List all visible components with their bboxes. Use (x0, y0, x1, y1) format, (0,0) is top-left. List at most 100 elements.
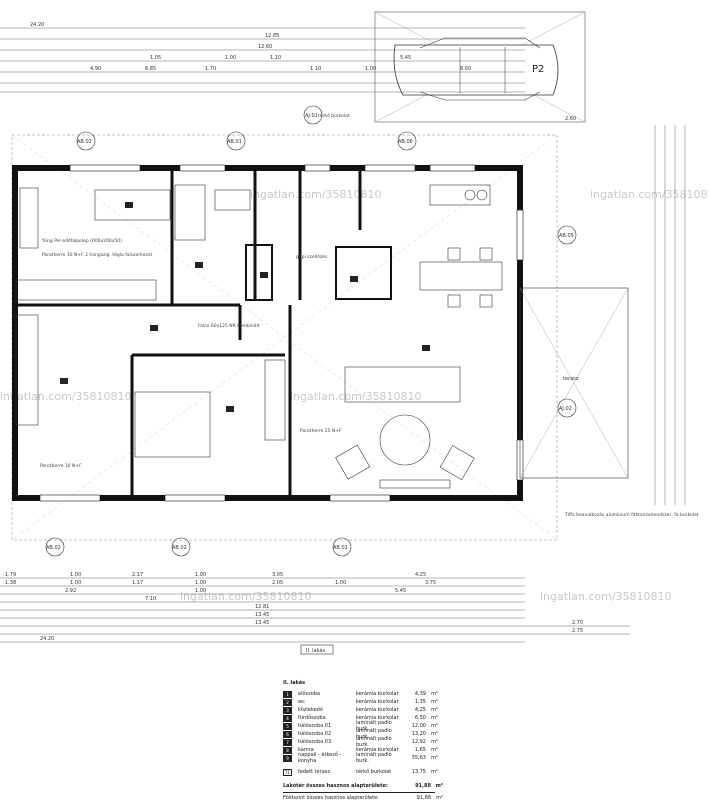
note-porotherm-25: Porotherm 25 N+F (300, 428, 342, 434)
legend-sum-living-area: 91,88 (415, 783, 431, 789)
legend-row-area: 6,50 (414, 715, 426, 721)
legend-sum-ground-unit: m² (436, 795, 443, 801)
parking-label: P2 (532, 64, 544, 75)
legend-row-area: 35,63 (411, 755, 426, 761)
bdim-20: 24.20 (40, 636, 54, 642)
legend-terrace-unit: m² (431, 769, 438, 775)
legend-row-unit: m² (431, 699, 438, 705)
axis-tag-aj01: AJ.01 (305, 113, 318, 119)
legend-row-name: hálószoba 03 (298, 739, 332, 745)
dim-f: 6.85 (145, 66, 156, 72)
dim-e: 4.90 (90, 66, 101, 72)
note-porotherm-30: Porotherm 30 N+F 2 hangszig. tégla falsz… (42, 251, 152, 258)
interior-walls (15, 168, 392, 498)
legend-row-floor: kerámia burkolat (356, 699, 399, 705)
watermark-3: ingatlan.com/35810810 (0, 390, 132, 403)
legend-row-number: 2 (283, 698, 292, 706)
legend-row-area: 12,00 (411, 723, 426, 729)
bdim-10: 2.05 (272, 580, 283, 586)
bdim-6: 1.38 (5, 580, 16, 586)
windows (39, 164, 524, 502)
legend-row-name: előszoba (298, 691, 321, 697)
legend-row-area: 12,92 (411, 739, 426, 745)
legend-terrace-name: fedett terasz (298, 769, 330, 775)
legend-row-area: 13,20 (411, 731, 426, 737)
bdim-18: 13.45 (255, 612, 269, 618)
legend-row-unit: m² (431, 747, 438, 753)
note-paving: térkő burkolat (318, 112, 350, 119)
axis-markers (45, 105, 577, 557)
watermark-5: ingatlan.com/35810810 (180, 590, 312, 603)
legend-row-area: 4,39 (414, 691, 426, 697)
axis-tag-ab05: AB.05 (559, 233, 574, 239)
legend-row-number: 6 (283, 730, 292, 738)
legend-row-floor: laminált padló burk. (356, 720, 392, 732)
bdim-9: 1.00 (195, 580, 206, 586)
dim-1260: 12.60 (258, 44, 272, 50)
right-dimension-lines (654, 125, 686, 505)
legend-row: 8 kamra kerámia burkolat 1,65 m² (283, 746, 443, 754)
bdim-3: 1.00 (195, 572, 206, 578)
legend-row-name: kamra (298, 747, 314, 753)
bdim-11: 1.00 (335, 580, 346, 586)
legend-row-number: 8 (283, 746, 292, 754)
legend-row-area: 4,25 (414, 707, 426, 713)
dim-1285: 12.85 (265, 33, 279, 39)
legend-terrace-area: 13,75 (411, 769, 426, 775)
legend-row-number: 1 (283, 690, 292, 698)
bdim-1: 1.00 (70, 572, 81, 578)
legend-row-name: fürdőszoba (298, 715, 326, 721)
note-wall-system: Yüng Pel edőfalpolep (600x200x50) (41, 238, 122, 244)
bdim-8: 1.17 (132, 580, 143, 586)
legend-sum-ground-label: Földszint összes hasznos alapterülete: (283, 795, 379, 801)
unit-badge-box (300, 644, 334, 655)
legend-row-unit: m² (431, 739, 438, 745)
dim-h: 1.10 (270, 55, 281, 61)
bdim-5: 4.25 (415, 572, 426, 578)
watermark-4: ingatlan.com/35810810 (290, 390, 422, 403)
legend-row-floor: kerámia burkolat (356, 691, 399, 697)
legend-sum-ground-area: 91,88 (416, 795, 431, 801)
dim-j: 8.60 (460, 66, 471, 72)
legend-row-number: 5 (283, 722, 292, 730)
dim-d: 1.05 (150, 55, 161, 61)
legend-row-name: hálószoba 02 (298, 731, 332, 737)
legend-row-name: wc (298, 699, 305, 705)
legend-row: 9 nappali - étkező - konyha laminált padló… (283, 752, 443, 764)
legend-row-number: 4 (283, 714, 292, 722)
bdim-13: 2.92 (65, 588, 76, 594)
bdim-22: 2.75 (572, 628, 583, 634)
axis-tag-ab06: AB.06 (398, 139, 413, 145)
legend-rows: 1 előszoba kerámia burkolat 4,39 m² 2 wc kerám… (283, 690, 443, 764)
legend-row-unit: m² (431, 691, 438, 697)
car-icon (393, 37, 559, 101)
legend-row-name: nappali - étkező - konyha (298, 752, 342, 764)
legend-terrace-number: T1 (283, 768, 292, 776)
legend-row-floor: kerámia burkolat (356, 707, 399, 713)
legend-row-floor: laminált padló burk. (356, 728, 392, 740)
watermark-2: ingatlan.com/35810810 (590, 188, 709, 201)
bdim-2: 2.17 (132, 572, 143, 578)
legend-row-area: 1,65 (414, 747, 426, 753)
bdim-21: 2.70 (572, 620, 583, 626)
note-porotherm-10: Porotherm 10 N+F (40, 463, 82, 469)
legend-row-unit: m² (431, 723, 438, 729)
legend-row: 1 előszoba kerámia burkolat 4,39 m² (283, 690, 443, 698)
legend-row-number: 7 (283, 738, 292, 746)
terrace-structure-note: Tiffa beavatkozás alumínium fittkonzolre… (564, 511, 699, 518)
parking-area (374, 11, 586, 123)
bottom-dimension-lines (0, 577, 630, 643)
note-ventilation: gépi szellőzés (296, 253, 328, 260)
legend-row-number: 9 (283, 754, 292, 762)
legend-row-floor: kerámia burkolat (356, 747, 399, 753)
axis-tag-ab02-bottom: AB.02 (172, 545, 187, 551)
legend-row-floor: laminált padló burk. (356, 752, 392, 764)
axis-tag-ab01-bottom: AB.01 (333, 545, 348, 551)
exterior-walls (12, 165, 523, 501)
bdim-15: 5.45 (395, 588, 406, 594)
